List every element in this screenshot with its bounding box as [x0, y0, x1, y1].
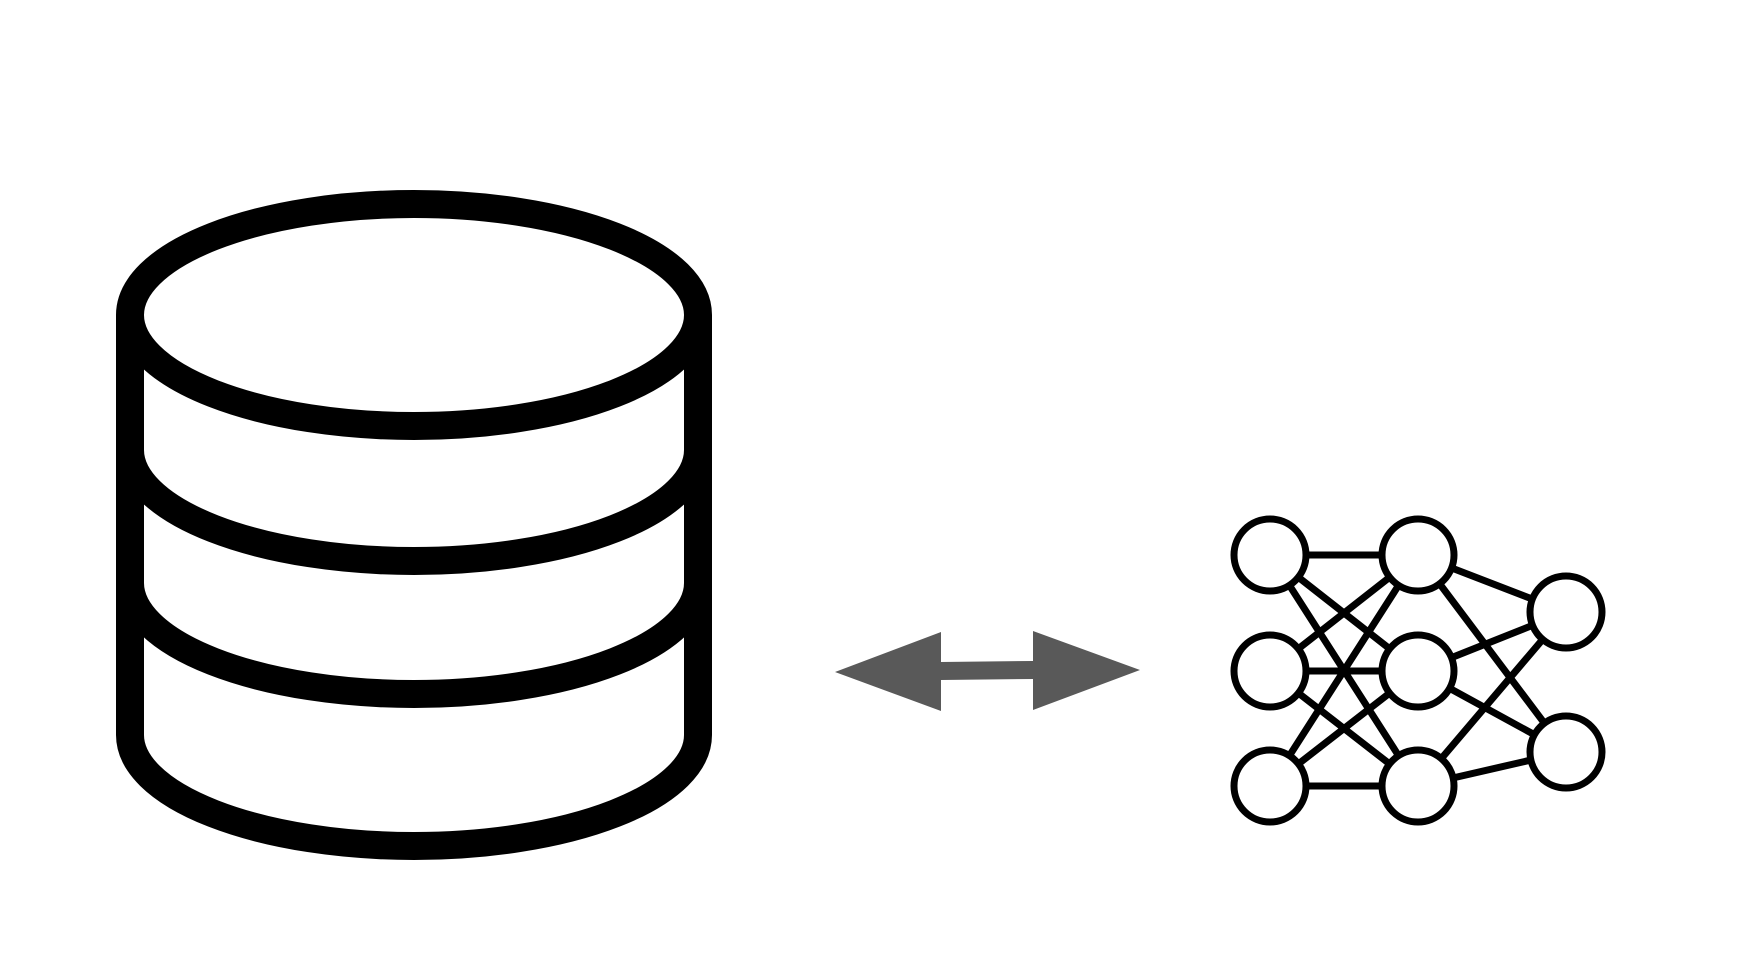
neural-network-icon [1230, 515, 1606, 826]
nn-node-layer0-2 [1230, 746, 1310, 826]
neural-network-nodes [1230, 515, 1606, 826]
nn-edge-l0n2-l1n0 [1266, 551, 1422, 790]
database-bottom-rim [116, 734, 712, 860]
database-band-2 [116, 582, 712, 708]
nn-edge-l1n0-l2n1 [1414, 551, 1570, 756]
nn-node-layer1-0 [1378, 515, 1458, 595]
nn-node-layer0-1 [1230, 631, 1310, 711]
nn-node-layer2-1 [1526, 712, 1606, 792]
double-arrow-icon [835, 631, 1140, 711]
nn-node-layer1-1 [1378, 631, 1458, 711]
database-band-1 [116, 449, 712, 575]
nn-node-layer0-0 [1230, 515, 1310, 595]
database-icon [116, 190, 712, 860]
nn-node-layer2-0 [1526, 572, 1606, 652]
nn-node-layer1-2 [1378, 746, 1458, 826]
database-top-rim [116, 190, 712, 440]
